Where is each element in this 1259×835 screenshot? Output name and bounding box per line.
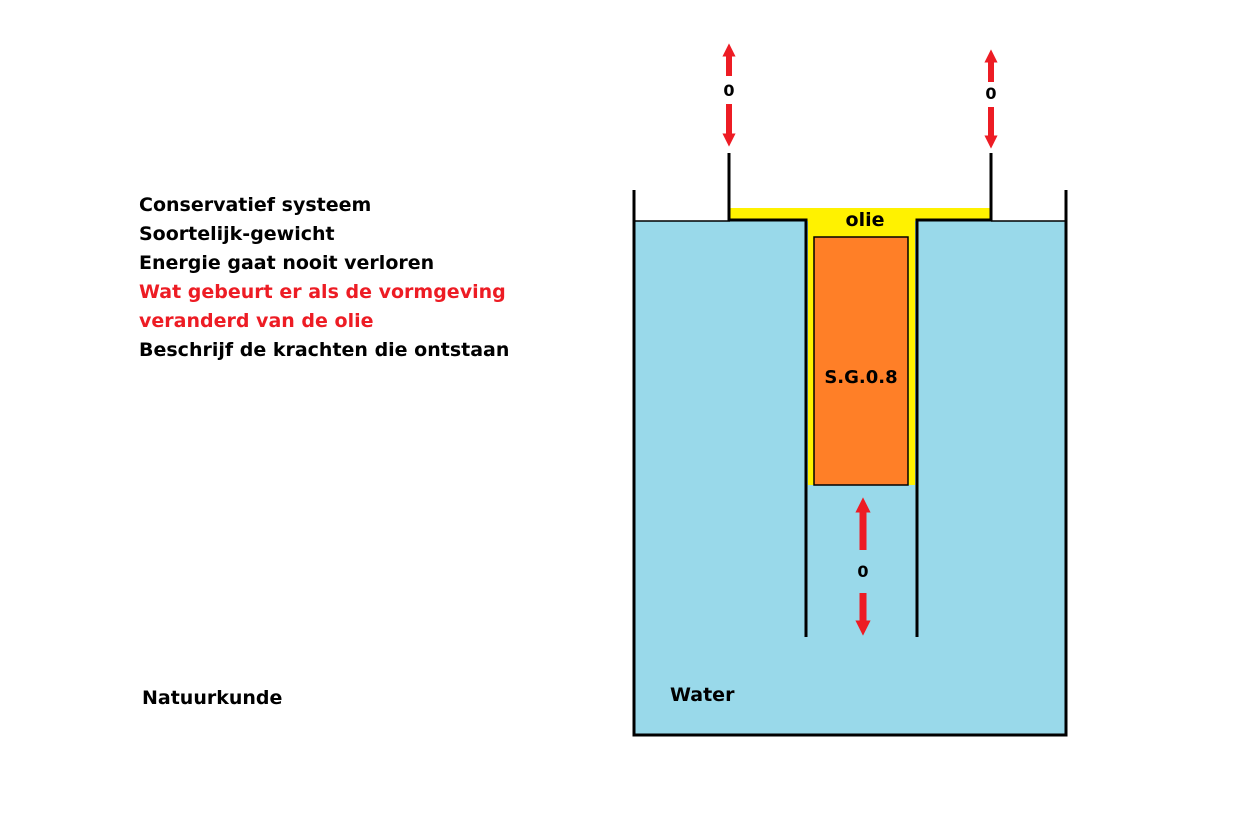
oil-label: olie	[846, 209, 885, 231]
force-right-value: 0	[985, 84, 996, 103]
force-arrow-bottom: 0	[855, 497, 871, 636]
note-line: Beschrijf de krachten die ontstaan	[139, 339, 510, 361]
water-label: Water	[670, 684, 735, 706]
tube-left-wall	[727, 153, 808, 637]
force-arrow-right: 0	[984, 49, 998, 149]
tube-right-wall	[915, 153, 993, 637]
container-wall	[632, 190, 1068, 737]
floating-block	[813, 236, 909, 486]
note-question: veranderd van de olie	[139, 310, 374, 332]
subject-label: Natuurkunde	[142, 687, 283, 709]
note-question: Wat gebeurt er als de vormgeving	[139, 281, 506, 303]
note-line: Conservatief systeem	[139, 194, 372, 216]
note-line: Energie gaat nooit verloren	[139, 252, 435, 274]
note-line: Soortelijk-gewicht	[139, 223, 335, 245]
notes-list: Conservatief systeem Soortelijk-gewicht …	[139, 191, 509, 365]
force-left-value: 0	[723, 81, 734, 100]
force-arrow-left: 0	[722, 43, 736, 147]
oil-layer	[730, 208, 991, 221]
force-bottom-value: 0	[857, 562, 868, 581]
block-label: S.G.0.8	[824, 367, 897, 388]
